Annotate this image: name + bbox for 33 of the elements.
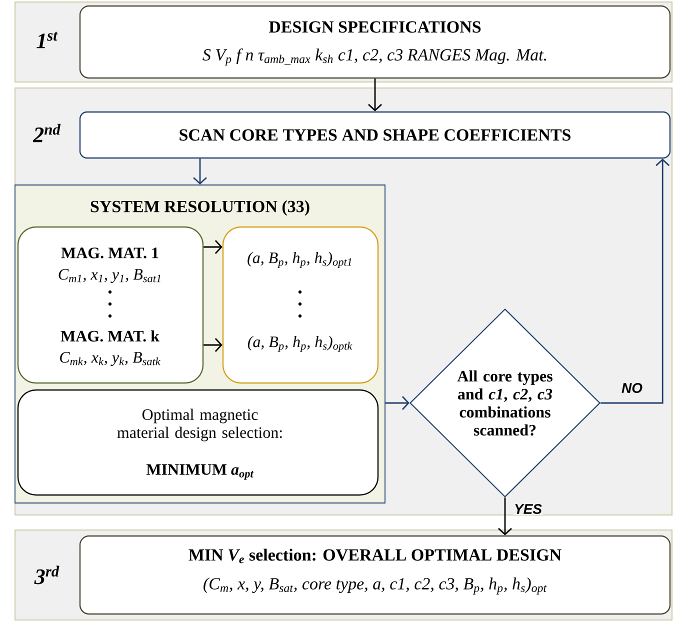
- node-text: MAG. MAT. 1: [61, 248, 158, 258]
- stage-label: 2$^{nd}$: [32, 124, 61, 142]
- arrow: [204, 240, 222, 254]
- edge-label: NO: [620, 382, 644, 394]
- node-text: MINIMUM a$_{opt}$: [146, 464, 254, 480]
- process-box: [79, 111, 671, 159]
- node-text: (a, B$_{p}$, h$_{p}$, h$_{s}$)$_{optk}$: [248, 336, 352, 352]
- node-text: C$_{mk}$, x$_{k}$, y$_{k}$, B$_{satk}$: [60, 352, 160, 366]
- node-text: DESIGN SPECIFICATIONS: [268, 21, 481, 33]
- stage-label: 3$^{rd}$: [34, 566, 60, 584]
- node-text: SCAN CORE TYPES AND SHAPE COEFFICIENTS: [180, 129, 570, 141]
- result-box: [222, 226, 379, 384]
- selection-box: [17, 389, 379, 496]
- arrow: [193, 158, 207, 185]
- arrow: [204, 338, 222, 352]
- material-box: [17, 226, 204, 384]
- edge-label: YES: [513, 503, 543, 515]
- node-text: SYSTEM RESOLUTION (33): [90, 200, 310, 216]
- stage-label: 1$^{st}$: [36, 32, 58, 48]
- node-text: C$_{m1}$, x$_{1}$, y$_{1}$, B$_{sat1}$: [58, 268, 160, 284]
- process-box: [79, 535, 671, 615]
- arrow: [498, 498, 512, 536]
- node-text: MAG. MAT. k: [60, 330, 160, 342]
- node-text: S V$_{p}$ f n τ$_{amb_max}$ k$_{sh}$ c1, c2, c3 RANGES Mag. Mat.: [202, 48, 546, 66]
- node-text: Optimal magnetic material design selection:: [117, 408, 282, 442]
- arrow: [600, 158, 670, 404]
- node-text: MIN V$_{e}$ selection: OVERALL OPTIMAL DESIGN: [188, 548, 562, 564]
- process-box: [79, 5, 671, 79]
- arrow: [368, 78, 382, 112]
- arrow: [385, 396, 410, 410]
- node-text: All core types and c1, c2, c3 combinations scanned?: [457, 370, 552, 436]
- node-text: (a, B$_{p}$, h$_{p}$, h$_{s}$)$_{opt1}$: [248, 252, 352, 268]
- node-text: (C$_{m}$, x, y, B$_{sat}$, core type, a, c1, c2, c3, B$_{p}$, h$_{p}$, h$_{s}$)$_{opt}$: [204, 578, 547, 594]
